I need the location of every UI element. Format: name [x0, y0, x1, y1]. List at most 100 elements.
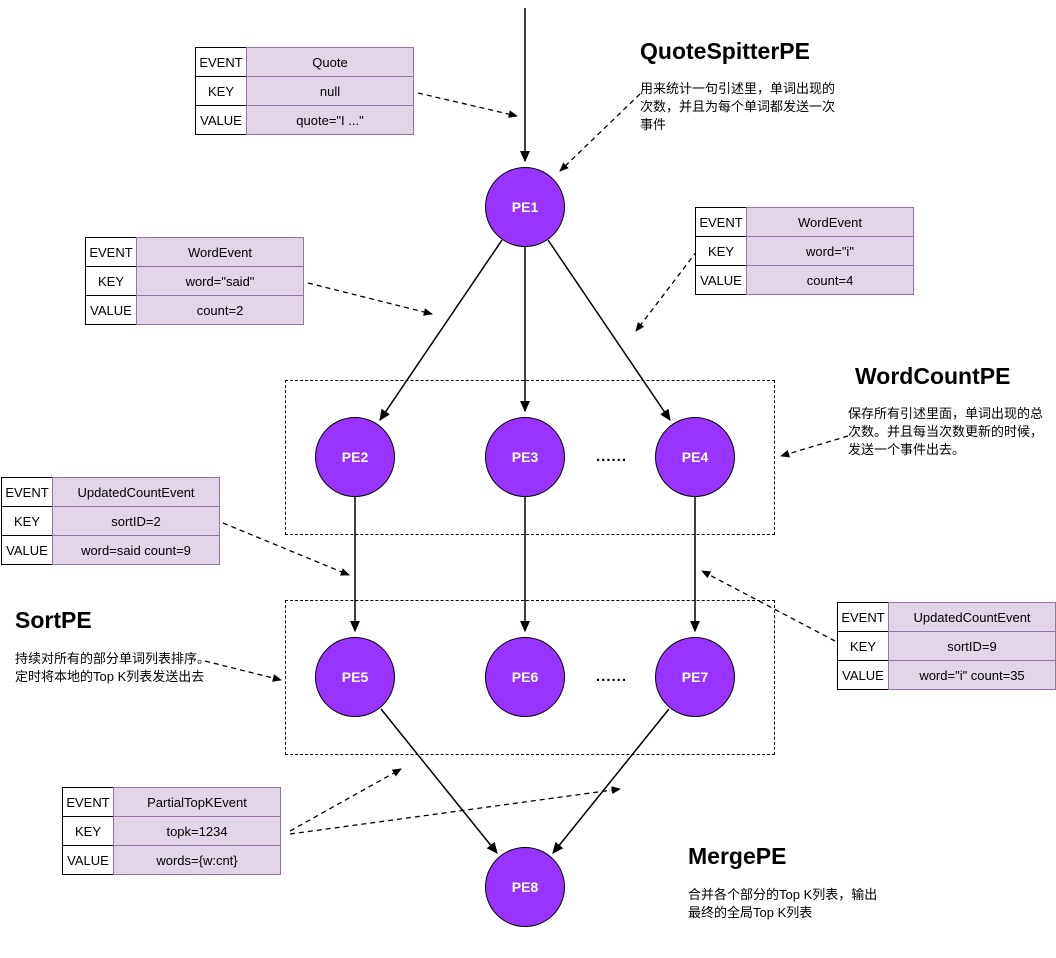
- event-table-word-said: EVENT WordEvent KEY word="said" VALUE co…: [85, 237, 304, 325]
- table-row: KEY sortID=9: [837, 631, 1056, 661]
- node-label: PE7: [681, 669, 709, 685]
- annot-sort-to-box: [204, 660, 282, 682]
- edge-pe1-pe2: [379, 239, 503, 421]
- table-row: VALUE word="i" count=35: [837, 660, 1056, 690]
- node-pe1[interactable]: PE1: [485, 167, 565, 247]
- table-value: Quote: [246, 47, 414, 77]
- table-label: KEY: [195, 76, 247, 106]
- table-value: word="said": [136, 266, 304, 296]
- ellipsis-sort-row: ......: [596, 668, 628, 685]
- section-title-wordcount: WordCountPE: [855, 363, 1011, 389]
- edge-pe1-pe4: [547, 239, 671, 421]
- table-row: KEY topk=1234: [62, 816, 281, 846]
- table-row: VALUE word=said count=9: [1, 535, 220, 565]
- annot-wordcount-to-box: [780, 435, 849, 458]
- table-value: WordEvent: [746, 207, 914, 237]
- table-row: VALUE words={w:cnt}: [62, 845, 281, 875]
- section-desc-sort: 持续对所有的部分单词列表排序。 定时将本地的Top K列表发送出去: [15, 651, 211, 685]
- table-value: quote="I ...": [246, 105, 414, 135]
- table-label: VALUE: [62, 845, 114, 875]
- table-label: KEY: [1, 506, 53, 536]
- edge-pe7-pe8: [552, 708, 670, 854]
- table-row: VALUE quote="I ...": [195, 105, 414, 135]
- table-value: WordEvent: [136, 237, 304, 267]
- table-row: VALUE count=4: [695, 265, 914, 295]
- table-value: word=said count=9: [52, 535, 220, 565]
- table-value: words={w:cnt}: [113, 845, 281, 875]
- table-value: word="i": [746, 236, 914, 266]
- table-row: EVENT UpdatedCountEvent: [1, 477, 220, 507]
- annot-quote-table-to-input: [417, 92, 518, 118]
- table-value: null: [246, 76, 414, 106]
- section-title-sort: SortPE: [15, 607, 92, 633]
- node-pe4[interactable]: PE4: [655, 417, 735, 497]
- ellipsis-wordcount-row: ......: [596, 448, 628, 465]
- node-label: PE8: [511, 879, 539, 895]
- node-label: PE6: [511, 669, 539, 685]
- wordcount-group-box: [285, 380, 775, 535]
- event-table-quote: EVENT Quote KEY null VALUE quote="I ...": [195, 47, 414, 135]
- section-desc-wordcount: 保存所有引述里面，单词出现的总 次数。并且每当次数更新的时候， 发送一个事件出去…: [848, 406, 1044, 458]
- section-desc-quotespitter: 用来统计一句引述里，单词出现的 次数，并且为每个单词都发送一次 事件: [640, 81, 836, 133]
- table-label: VALUE: [1, 535, 53, 565]
- table-value: sortID=2: [52, 506, 220, 536]
- section-desc-merge: 合并各个部分的Top K列表，输出 最终的全局Top K列表: [688, 887, 878, 921]
- node-label: PE4: [681, 449, 709, 465]
- table-value: count=2: [136, 295, 304, 325]
- table-label: EVENT: [695, 207, 747, 237]
- table-row: KEY word="said": [85, 266, 304, 296]
- table-row: EVENT Quote: [195, 47, 414, 77]
- table-row: KEY null: [195, 76, 414, 106]
- table-label: KEY: [85, 266, 137, 296]
- table-label: EVENT: [837, 602, 889, 632]
- node-pe7[interactable]: PE7: [655, 637, 735, 717]
- node-label: PE2: [341, 449, 369, 465]
- annot-wordi-to-edge: [635, 250, 698, 332]
- table-label: KEY: [837, 631, 889, 661]
- node-pe5[interactable]: PE5: [315, 637, 395, 717]
- table-label: EVENT: [195, 47, 247, 77]
- table-label: VALUE: [837, 660, 889, 690]
- event-table-word-i: EVENT WordEvent KEY word="i" VALUE count…: [695, 207, 914, 295]
- annot-quotespitter-to-pe1: [559, 93, 641, 172]
- annot-topk-to-edge-pe5pe8: [289, 768, 402, 832]
- table-value: UpdatedCountEvent: [52, 477, 220, 507]
- node-pe2[interactable]: PE2: [315, 417, 395, 497]
- section-title-quotespitter: QuoteSpitterPE: [640, 38, 810, 64]
- annot-wordsaid-to-edge: [307, 282, 433, 316]
- event-table-updated-said: EVENT UpdatedCountEvent KEY sortID=2 VAL…: [1, 477, 220, 565]
- section-title-merge: MergePE: [688, 843, 787, 869]
- event-table-updated-i: EVENT UpdatedCountEvent KEY sortID=9 VAL…: [837, 602, 1056, 690]
- edge-pe5-pe8: [380, 708, 498, 854]
- table-row: EVENT PartialTopKEvent: [62, 787, 281, 817]
- table-label: EVENT: [62, 787, 114, 817]
- table-row: KEY word="i": [695, 236, 914, 266]
- table-label: VALUE: [195, 105, 247, 135]
- table-row: VALUE count=2: [85, 295, 304, 325]
- table-label: VALUE: [85, 295, 137, 325]
- table-label: KEY: [695, 236, 747, 266]
- table-label: EVENT: [1, 477, 53, 507]
- node-pe3[interactable]: PE3: [485, 417, 565, 497]
- node-label: PE3: [511, 449, 539, 465]
- table-value: PartialTopKEvent: [113, 787, 281, 817]
- annot-topk-to-edge-pe7pe8: [289, 786, 621, 835]
- node-pe8[interactable]: PE8: [485, 847, 565, 927]
- table-row: EVENT WordEvent: [85, 237, 304, 267]
- table-label: KEY: [62, 816, 114, 846]
- table-row: KEY sortID=2: [1, 506, 220, 536]
- annot-updatedsaid-to-edge: [222, 522, 350, 576]
- table-label: VALUE: [695, 265, 747, 295]
- node-label: PE1: [511, 199, 539, 215]
- sort-group-box: [285, 600, 775, 755]
- event-table-partial-topk: EVENT PartialTopKEvent KEY topk=1234 VAL…: [62, 787, 281, 875]
- table-value: word="i" count=35: [888, 660, 1056, 690]
- table-value: sortID=9: [888, 631, 1056, 661]
- table-value: topk=1234: [113, 816, 281, 846]
- table-row: EVENT WordEvent: [695, 207, 914, 237]
- node-pe6[interactable]: PE6: [485, 637, 565, 717]
- annot-updatedi-to-edge: [701, 570, 836, 642]
- table-row: EVENT UpdatedCountEvent: [837, 602, 1056, 632]
